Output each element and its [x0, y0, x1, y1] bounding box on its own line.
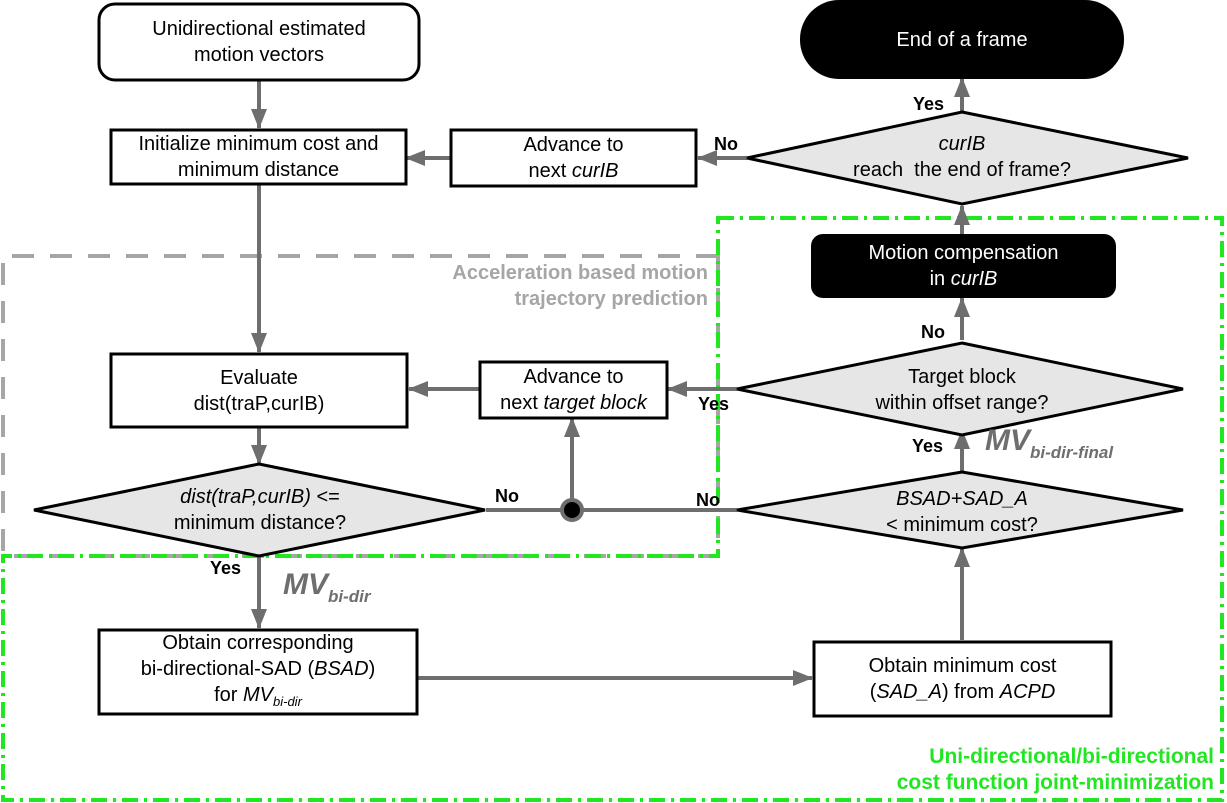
dist-decision-line1: dist(traP,curIB) <= — [180, 484, 340, 510]
target-decision-node: Target block within offset range? — [800, 362, 1124, 418]
dist-decision-node: dist(traP,curIB) <= minimum distance? — [100, 482, 420, 538]
advance-curib-line2-italic: curIB — [571, 160, 619, 182]
advance-target-node: Advance to next target block — [480, 362, 667, 418]
target-decision-shape — [736, 341, 1184, 437]
obtain-sad-a-line2: (SAD_A) from ACPD — [870, 679, 1056, 705]
motion-comp-line2: in curIB — [930, 266, 998, 292]
obtain-sad-a-line2-mid: ) from — [941, 681, 1000, 703]
start-node: Unidirectional estimated motion vectors — [99, 4, 419, 80]
obtain-bsad-line3-italic: MV — [243, 683, 273, 706]
target-decision-line2: within offset range? — [875, 392, 1049, 414]
motion-comp-line2-plain: in — [929, 268, 951, 290]
obtain-bsad-line2-end: ) — [368, 657, 376, 680]
edges — [251, 77, 970, 686]
init-line1: Initialize minimum cost and — [138, 133, 379, 155]
advance-curib-line2: next curIB — [528, 158, 618, 184]
motion-comp-node: Motion compensation in curIB — [811, 234, 1116, 298]
obtain-bsad-line2-plain: bi-directional-SAD ( — [140, 657, 315, 680]
advance-target-line1: Advance to — [523, 366, 624, 388]
end-frame-label: End of a frame — [896, 28, 1028, 51]
obtain-bsad-node: Obtain corresponding bi-directional-SAD … — [99, 630, 417, 714]
dist-decision-line1-italic: dist(traP,curIB) — [180, 486, 311, 508]
label-no-motion-comp: No — [921, 322, 945, 342]
advance-curib-node-shape — [449, 128, 698, 188]
mv-bidir-final-main: MV — [985, 424, 1030, 457]
dist-decision-shape — [33, 462, 486, 558]
motion-comp-node-shape — [811, 234, 1116, 298]
label-no-cost: No — [696, 490, 720, 510]
obtain-bsad-line3-plain: for — [214, 683, 243, 706]
obtain-sad-a-line1: Obtain minimum cost — [868, 655, 1057, 677]
label-no-end-frame: No — [714, 134, 738, 154]
obtain-sad-a-line2-italic2: ACPD — [999, 681, 1056, 703]
label-yes-target-advance: Yes — [698, 394, 730, 414]
cost-decision-line1: BSAD+SAD_A — [896, 488, 1028, 510]
obtain-bsad-line3: for MVbi-dir — [214, 682, 302, 715]
mv-bidir-sub: bi-dir — [328, 587, 371, 606]
label-yes-end-frame: Yes — [913, 94, 945, 114]
advance-target-line2-plain: next — [500, 392, 544, 414]
obtain-sad-a-node-shape — [812, 640, 1113, 718]
end-frame-node: End of a frame — [800, 0, 1124, 79]
joint-title-line2: cost function joint-minimization — [896, 771, 1214, 794]
obtain-bsad-line2-italic: BSAD — [314, 657, 369, 680]
label-no-dist: No — [495, 486, 519, 506]
mv-bidir-annotation: MVbi-dir — [283, 568, 371, 606]
evaluate-line2: dist(traP,curIB) — [193, 392, 325, 415]
end-frame-node-shape — [800, 0, 1124, 79]
evaluate-line1: Evaluate — [220, 366, 298, 389]
end-frame-decision-shape — [746, 110, 1189, 206]
dist-decision-line1-plain: <= — [310, 486, 340, 508]
mv-bidir-final-sub: bi-dir-final — [1030, 443, 1114, 462]
end-decision-line1: curIB — [938, 133, 986, 155]
advance-target-line2: next target block — [500, 390, 647, 416]
advance-curib-line2-plain: next — [528, 160, 572, 182]
advance-target-line2-italic: target block — [543, 392, 647, 414]
target-decision-line1: Target block — [908, 366, 1016, 388]
motion-comp-line1: Motion compensation — [868, 242, 1059, 264]
advance-target-node-shape — [478, 360, 669, 420]
cost-decision-node: BSAD+SAD_A < minimum cost? — [800, 484, 1124, 540]
motion-comp-line2-italic: curIB — [950, 268, 998, 290]
advance-curib-line1: Advance to — [523, 134, 624, 156]
obtain-sad-a-node: Obtain minimum cost (SAD_A) from ACPD — [814, 642, 1111, 716]
evaluate-node: Evaluate dist(traP,curIB) — [111, 354, 407, 427]
start-line2: motion vectors — [193, 44, 325, 66]
init-node: Initialize minimum cost and minimum dist… — [111, 130, 406, 184]
obtain-sad-a-line2-open: ( — [869, 681, 877, 703]
obtain-bsad-line1: Obtain corresponding — [162, 631, 354, 654]
joint-minimization-region-border — [1, 216, 1224, 802]
end-frame-decision-node: curIB reach the end of frame? — [800, 118, 1124, 196]
label-yes-dist: Yes — [210, 558, 242, 578]
start-node-shape — [97, 2, 421, 82]
init-node-shape — [109, 128, 408, 186]
joint-minimization-region-title: Uni-directional/bi-directional cost func… — [760, 744, 1214, 796]
acceleration-title-line2: trajectory prediction — [514, 288, 708, 310]
obtain-bsad-node-shape — [97, 628, 419, 716]
junction-dot — [560, 498, 584, 522]
mv-bidir-final-annotation: MVbi-dir-final — [985, 424, 1113, 462]
obtain-sad-a-line2-italic1: SAD_A — [876, 681, 942, 703]
evaluate-node-shape — [109, 352, 409, 429]
mv-bidir-main: MV — [283, 568, 328, 601]
acceleration-title-line1: Acceleration based motion — [452, 262, 708, 284]
cost-decision-shape — [736, 470, 1184, 550]
obtain-bsad-line2: bi-directional-SAD (BSAD) — [141, 656, 376, 682]
cost-decision-line2: < minimum cost? — [886, 514, 1038, 536]
dist-decision-line2: minimum distance? — [173, 512, 347, 534]
acceleration-region-title: Acceleration based motion trajectory pre… — [300, 260, 708, 312]
init-line2: minimum distance — [177, 159, 340, 181]
end-decision-line2: reach the end of frame? — [853, 159, 1071, 181]
label-yes-cost-to-target: Yes — [912, 436, 944, 456]
obtain-bsad-line3-sub: bi-dir — [273, 693, 302, 709]
joint-title-line1: Uni-directional/bi-directional — [929, 745, 1214, 768]
start-line1: Unidirectional estimated — [152, 18, 366, 40]
advance-curib-node: Advance to next curIB — [451, 130, 696, 186]
